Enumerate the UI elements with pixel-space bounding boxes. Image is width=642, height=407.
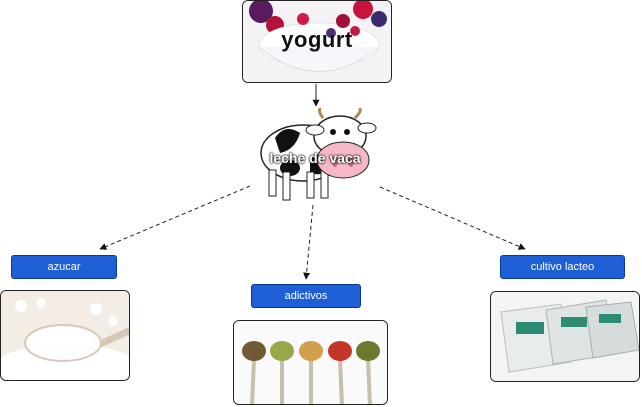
arrow-cow-to-adictivos <box>303 204 314 280</box>
sugar-spoon-image <box>1 291 129 380</box>
cow-label: leche de vaca <box>269 150 361 166</box>
yogurt-card[interactable]: yogurt <box>242 0 392 83</box>
arrow-cow-to-cultivo <box>379 186 526 250</box>
cultivo-image-card[interactable] <box>490 291 640 382</box>
spice-spoons-image <box>234 321 387 404</box>
arrow-cow-to-azucar <box>99 185 251 250</box>
yogurt-title: yogurt <box>281 27 353 52</box>
azucar-image-card[interactable] <box>0 290 130 381</box>
cow-image <box>260 108 377 201</box>
adictivos-image-card[interactable] <box>233 320 388 405</box>
node-azucar[interactable]: azucar <box>11 255 117 279</box>
node-cultivo-lacteo[interactable]: cultivo lacteo <box>500 255 625 279</box>
node-adictivos[interactable]: adictivos <box>251 284 361 308</box>
culture-packets-image <box>491 292 639 381</box>
yogurt-bowl-image <box>243 1 391 82</box>
